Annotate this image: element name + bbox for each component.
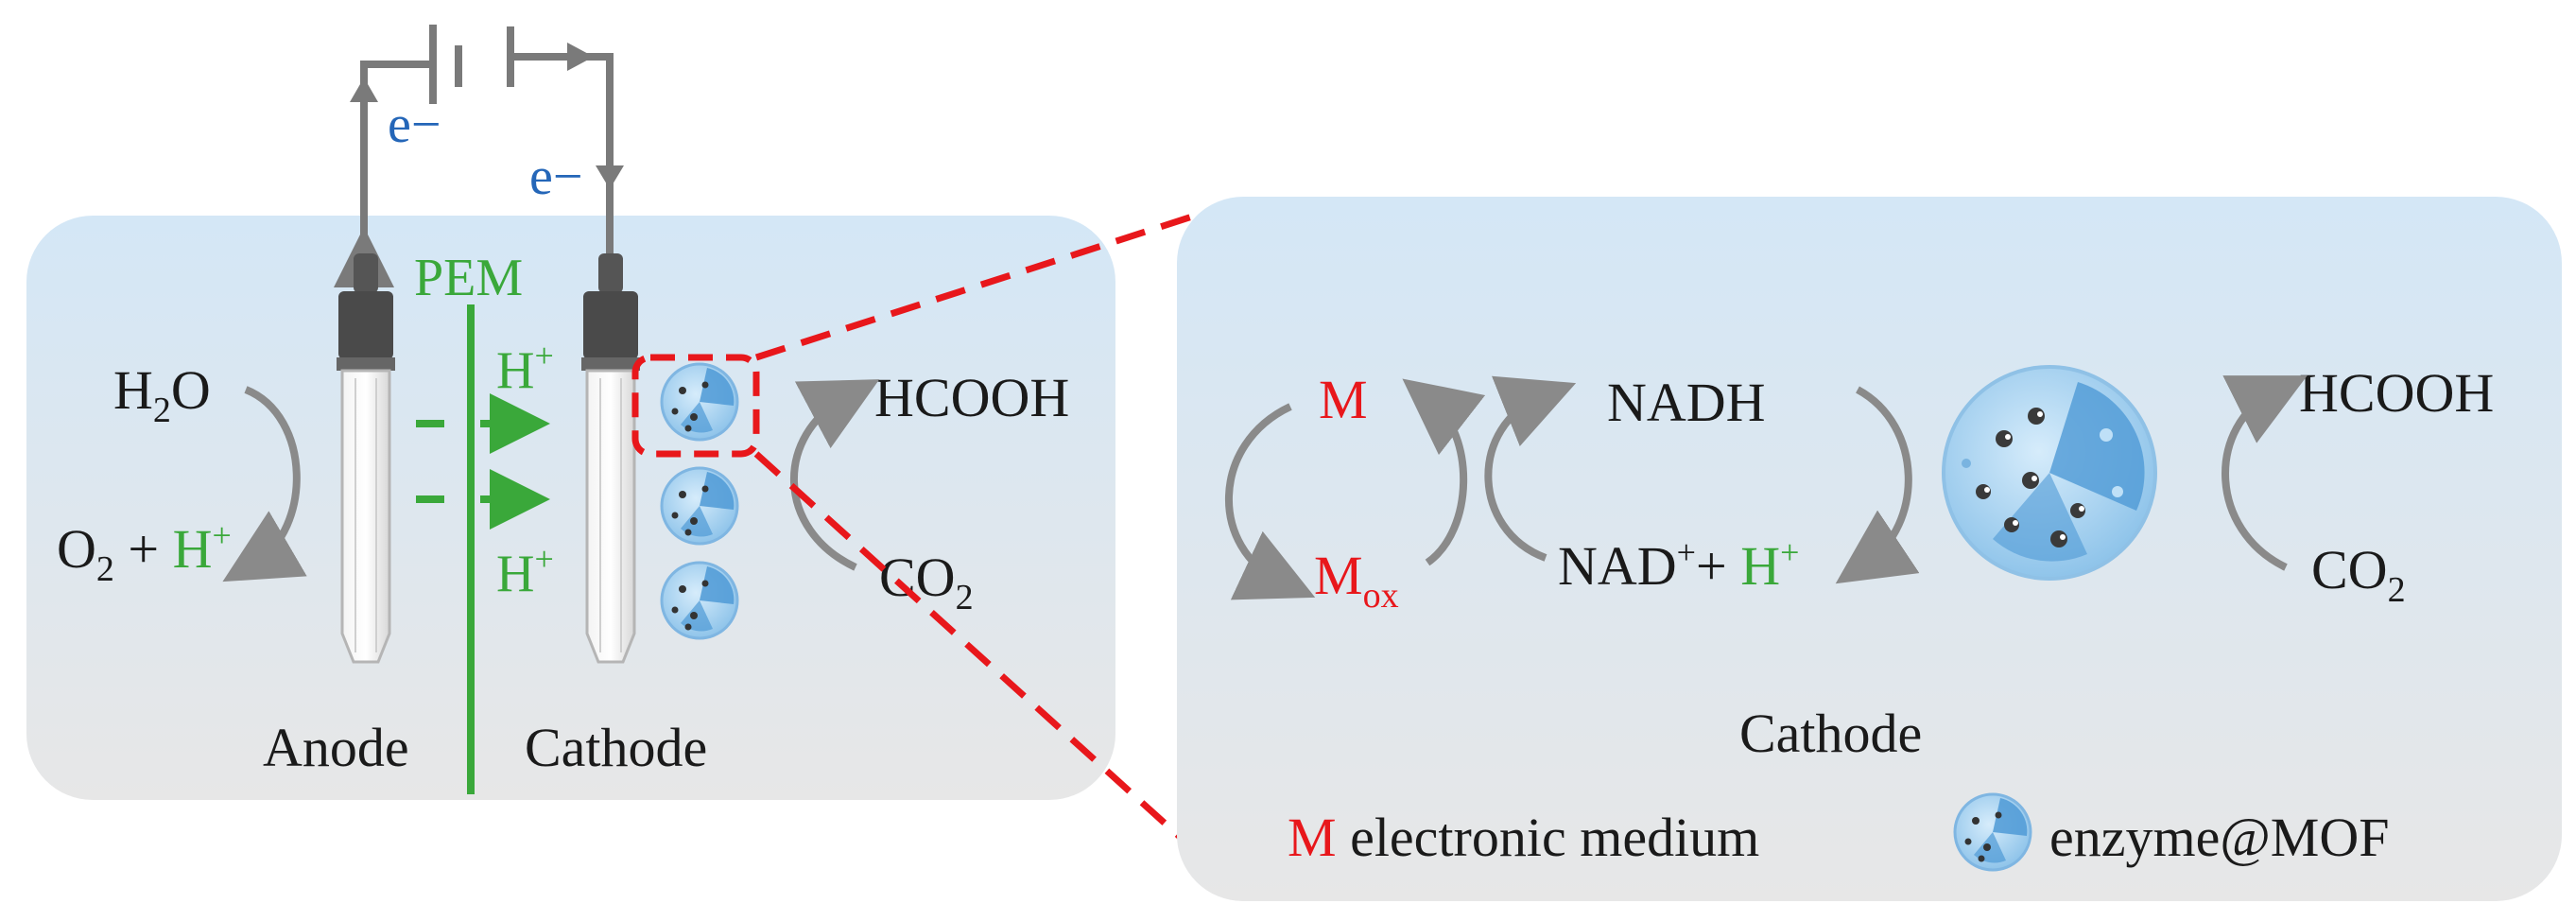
electron-label-anode: e− [388, 96, 441, 154]
nadh-to-nad-arrow [1835, 386, 1920, 584]
electron-label-cathode: e− [529, 148, 582, 206]
proton-top-label: H+ [496, 337, 554, 400]
hcooh-right-label: HCOOH [2299, 362, 2494, 424]
wire-arrow-right [567, 43, 594, 71]
cathode-reaction-arrow-right [2222, 375, 2308, 571]
cathode-electrode [581, 253, 640, 664]
zoom-highlight-box [631, 354, 760, 458]
nadh-label: NADH [1607, 372, 1766, 433]
wire-arrow-up [350, 78, 378, 102]
enzyme-mof-sphere-3 [660, 561, 739, 640]
enzyme-mof-sphere-1 [660, 362, 739, 442]
external-circuit [334, 25, 614, 287]
m-to-mox-arrow [1224, 403, 1316, 600]
zoom-line-bottom [753, 451, 1251, 901]
anode-electrode [337, 253, 395, 664]
hcooh-left-label: HCOOH [874, 367, 1069, 428]
enzyme-mof-large-sphere [1942, 365, 2157, 581]
nad-to-nadh-arrow [1484, 375, 1577, 562]
co2-right-label: CO2 [2311, 539, 2406, 610]
enzyme-mof-sphere-2 [660, 466, 739, 546]
cathode-reaction-arrow-left [789, 379, 880, 571]
o2-plus-h-label: O2 + H+ [57, 516, 232, 589]
m-label: M [1319, 369, 1368, 430]
zoom-line-top [754, 195, 1250, 361]
proton-arrows [416, 393, 550, 530]
nad-plus-h-label: NAD++ H+ [1558, 533, 1799, 597]
mox-label: Mox [1314, 545, 1399, 616]
left-panel-background [26, 216, 1115, 800]
cathode-label-left: Cathode [525, 717, 707, 778]
proton-bottom-label: H+ [496, 540, 554, 603]
anode-reaction-arrow [222, 386, 307, 582]
legend-enzyme-mof-label: enzyme@MOF [2049, 807, 2389, 868]
anode-label: Anode [263, 717, 409, 778]
mox-to-m-arrow [1402, 378, 1486, 566]
pem-label: PEM [414, 249, 523, 307]
legend-enzyme-mof-icon [1953, 792, 2032, 872]
cathode-label-right: Cathode [1739, 703, 1922, 764]
legend-medium: M electronic medium [1288, 807, 1759, 868]
h2o-label: H2O [113, 359, 211, 430]
wire-arrow-down [596, 165, 624, 189]
